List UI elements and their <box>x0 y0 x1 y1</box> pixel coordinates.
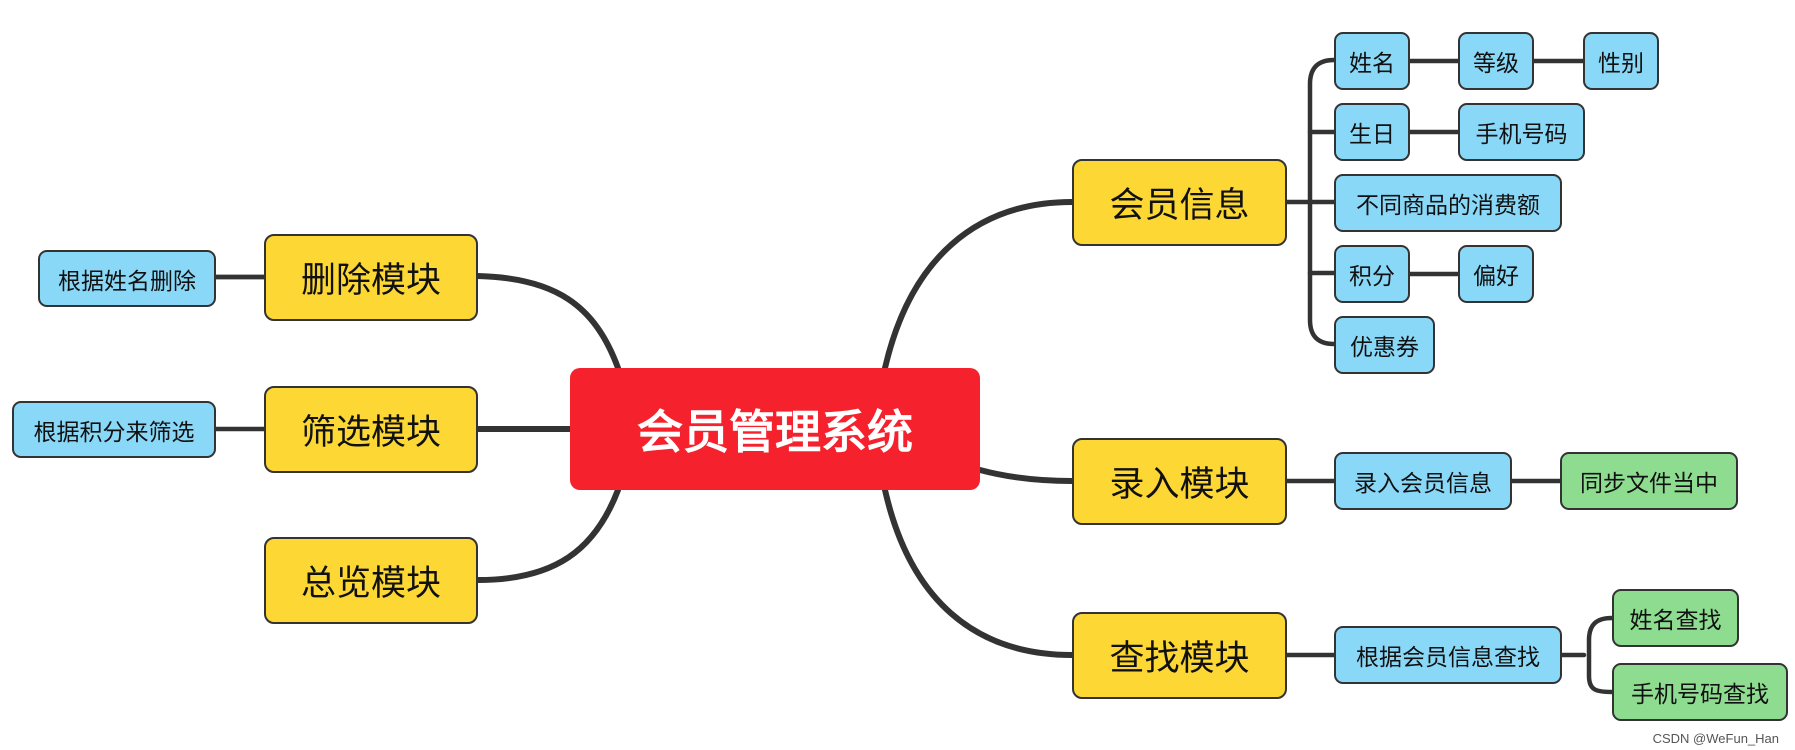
line-root-entry <box>977 467 1075 484</box>
leaf-phone[interactable]: 手机号码 <box>1458 103 1585 161</box>
line-root-overview <box>475 487 621 583</box>
leaf-filter-by-points[interactable]: 根据积分来筛选 <box>12 401 216 458</box>
main-node-entry[interactable]: 录入模块 <box>1072 438 1287 525</box>
leaf-enter-member-info[interactable]: 录入会员信息 <box>1334 452 1512 510</box>
main-node-overview[interactable]: 总览模块 <box>264 537 478 624</box>
line-root-search <box>882 487 1075 658</box>
line-root-member-info <box>882 199 1075 371</box>
leaf-search-by-name[interactable]: 姓名查找 <box>1612 589 1739 647</box>
leaf-consumption[interactable]: 不同商品的消费额 <box>1334 174 1562 232</box>
watermark: CSDN @WeFun_Han <box>1652 731 1779 746</box>
leaf-search-by-phone[interactable]: 手机号码查找 <box>1612 663 1788 721</box>
line-root-delete <box>475 273 621 371</box>
leaf-sync-file[interactable]: 同步文件当中 <box>1560 452 1738 510</box>
line-search-bracket <box>1559 615 1615 695</box>
leaf-birthday[interactable]: 生日 <box>1334 103 1410 161</box>
leaf-name[interactable]: 姓名 <box>1334 32 1410 90</box>
leaf-level[interactable]: 等级 <box>1458 32 1534 90</box>
main-node-filter[interactable]: 筛选模块 <box>264 386 478 473</box>
main-node-delete[interactable]: 删除模块 <box>264 234 478 321</box>
leaf-delete-by-name[interactable]: 根据姓名删除 <box>38 250 216 307</box>
leaf-preference[interactable]: 偏好 <box>1458 245 1534 303</box>
leaf-coupon[interactable]: 优惠券 <box>1334 316 1435 374</box>
main-node-search[interactable]: 查找模块 <box>1072 612 1287 699</box>
root-node[interactable]: 会员管理系统 <box>570 368 980 490</box>
leaf-search-by-member-info[interactable]: 根据会员信息查找 <box>1334 626 1562 684</box>
leaf-gender[interactable]: 性别 <box>1583 32 1659 90</box>
main-node-member-info[interactable]: 会员信息 <box>1072 159 1287 246</box>
leaf-points[interactable]: 积分 <box>1334 245 1410 303</box>
